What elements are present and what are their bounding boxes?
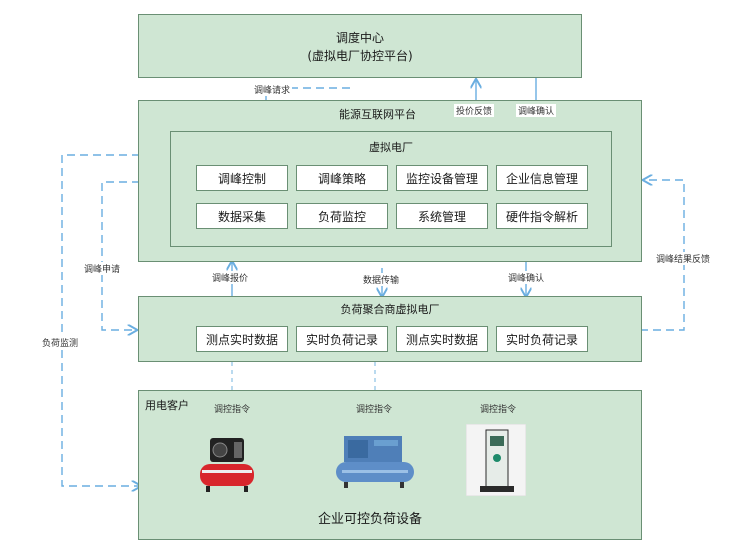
label-peak-confirm-mid: 调峰确认 xyxy=(506,271,547,284)
label-peak-confirm-top: 调峰确认 xyxy=(516,104,557,117)
label-peak-request: 调峰请求 xyxy=(252,83,293,96)
vpp-module[interactable]: 企业信息管理 xyxy=(496,165,588,191)
aggregator-module[interactable]: 实时负荷记录 xyxy=(496,326,588,352)
label-peak-result-feedback: 调峰结果反馈 xyxy=(654,252,713,265)
label-bid-feedback: 投价反馈 xyxy=(454,104,495,117)
label-ctrl-cmd-3: 调控指令 xyxy=(480,405,517,415)
industrial-compressor-icon xyxy=(336,436,414,488)
vpp-module[interactable]: 硬件指令解析 xyxy=(496,203,588,229)
aggregator-module[interactable]: 测点实时数据 xyxy=(396,326,488,352)
charging-pile-icon xyxy=(466,424,526,496)
label-peak-bid: 调峰报价 xyxy=(210,271,251,284)
label-ctrl-cmd-1: 调控指令 xyxy=(214,405,251,415)
dispatch-center-title: 调度中心 xyxy=(335,31,384,45)
dispatch-center-box: 调度中心 (虚拟电厂协控平台) xyxy=(138,14,582,78)
customer-caption: 企业可控负荷设备 xyxy=(318,512,423,527)
label-peak-apply: 调峰申请 xyxy=(82,262,123,275)
vpp-module[interactable]: 监控设备管理 xyxy=(396,165,488,191)
vpp-module[interactable]: 调峰策略 xyxy=(296,165,388,191)
label-load-monitor: 负荷监测 xyxy=(40,336,81,349)
vpp-module[interactable]: 负荷监控 xyxy=(296,203,388,229)
energy-platform-title: 能源互联网平台 xyxy=(339,108,416,121)
air-compressor-icon xyxy=(200,438,254,492)
label-data-transfer: 数据传输 xyxy=(361,273,402,286)
customer-title: 用电客户 xyxy=(145,399,189,412)
vpp-title: 虚拟电厂 xyxy=(369,141,413,154)
arrow-load-monitor xyxy=(61,154,140,486)
arrow-peak-apply xyxy=(101,181,140,330)
label-ctrl-cmd-2: 调控指令 xyxy=(356,405,393,415)
dispatch-center-subtitle: (虚拟电厂协控平台) xyxy=(307,49,413,63)
vpp-module[interactable]: 调峰控制 xyxy=(196,165,288,191)
aggregator-title: 负荷聚合商虚拟电厂 xyxy=(340,303,440,316)
vpp-module[interactable]: 系统管理 xyxy=(396,203,488,229)
aggregator-module[interactable]: 测点实时数据 xyxy=(196,326,288,352)
vpp-module[interactable]: 数据采集 xyxy=(196,203,288,229)
aggregator-module[interactable]: 实时负荷记录 xyxy=(296,326,388,352)
